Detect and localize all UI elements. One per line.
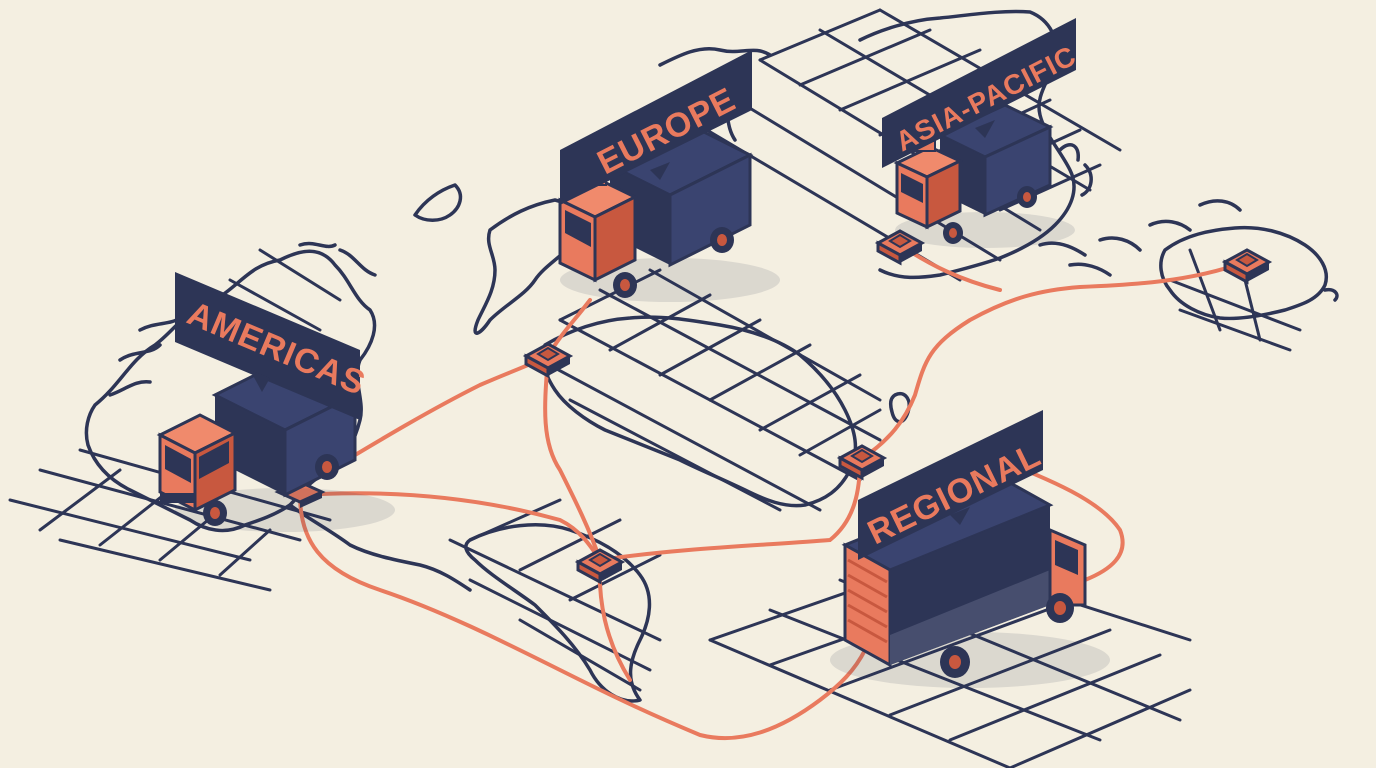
arctic-islands-outline	[108, 241, 377, 397]
route-europe-south	[543, 354, 602, 562]
route-americas-regional	[298, 493, 867, 740]
new-zealand-outline	[1323, 287, 1339, 302]
europe-outline	[473, 198, 581, 335]
route-hub-icon	[874, 229, 926, 266]
grid-americas	[8, 248, 342, 592]
central-america-outline	[288, 503, 472, 592]
asia-pacific-truck	[893, 103, 1075, 248]
route-hub-icon	[1221, 248, 1273, 285]
route-hub-icon	[522, 342, 574, 379]
southeast-asia-islands-outline	[1038, 199, 1242, 277]
route-hub-icon	[836, 444, 888, 481]
route-africa-asia	[858, 260, 1247, 462]
australia-outline	[1159, 225, 1328, 321]
africa-outline	[541, 315, 858, 508]
shipping-routes	[298, 243, 1247, 740]
europe-truck	[556, 123, 780, 302]
route-hubs	[274, 229, 1273, 585]
route-regional-loop	[998, 458, 1125, 582]
route-hub-icon	[574, 548, 626, 585]
route-americas-europe	[328, 354, 550, 472]
greenland-outline	[413, 183, 463, 222]
route-south-regional	[598, 458, 862, 562]
regional-truck	[830, 478, 1110, 688]
japan-outline	[1058, 143, 1093, 197]
route-americas-south	[298, 491, 602, 562]
